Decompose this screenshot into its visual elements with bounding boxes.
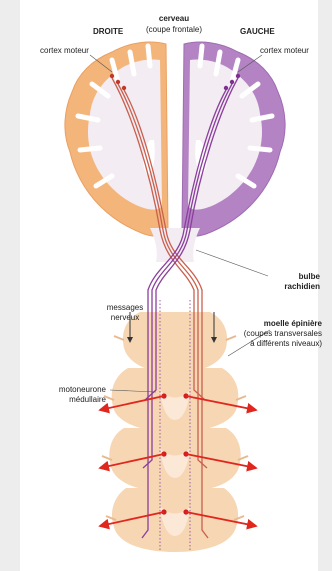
label-medullaire: médullaire (40, 395, 106, 404)
label-coupes-2: à différents niveaux) (224, 339, 322, 348)
label-motoneurone: motoneurone (40, 385, 106, 394)
label-cortex-moteur-gauche: cortex moteur (260, 46, 309, 55)
label-gauche: GAUCHE (240, 27, 275, 36)
label-nerveux: nerveux (100, 313, 150, 322)
label-cerveau: cerveau (150, 14, 198, 23)
label-coupe-frontale: (coupe frontale) (138, 25, 210, 34)
label-messages: messages (100, 303, 150, 312)
label-coupes-1: (coupes transversales (224, 329, 322, 338)
left-hemisphere (182, 42, 285, 236)
label-droite: DROITE (93, 27, 123, 36)
label-moelle-epiniere: moelle épinière (232, 319, 322, 328)
spinal-cord (102, 312, 248, 552)
label-rachidien: rachidien (262, 282, 320, 291)
label-cortex-moteur-droite: cortex moteur (40, 46, 89, 55)
label-bulbe: bulbe (262, 272, 320, 281)
right-hemisphere (65, 42, 168, 236)
